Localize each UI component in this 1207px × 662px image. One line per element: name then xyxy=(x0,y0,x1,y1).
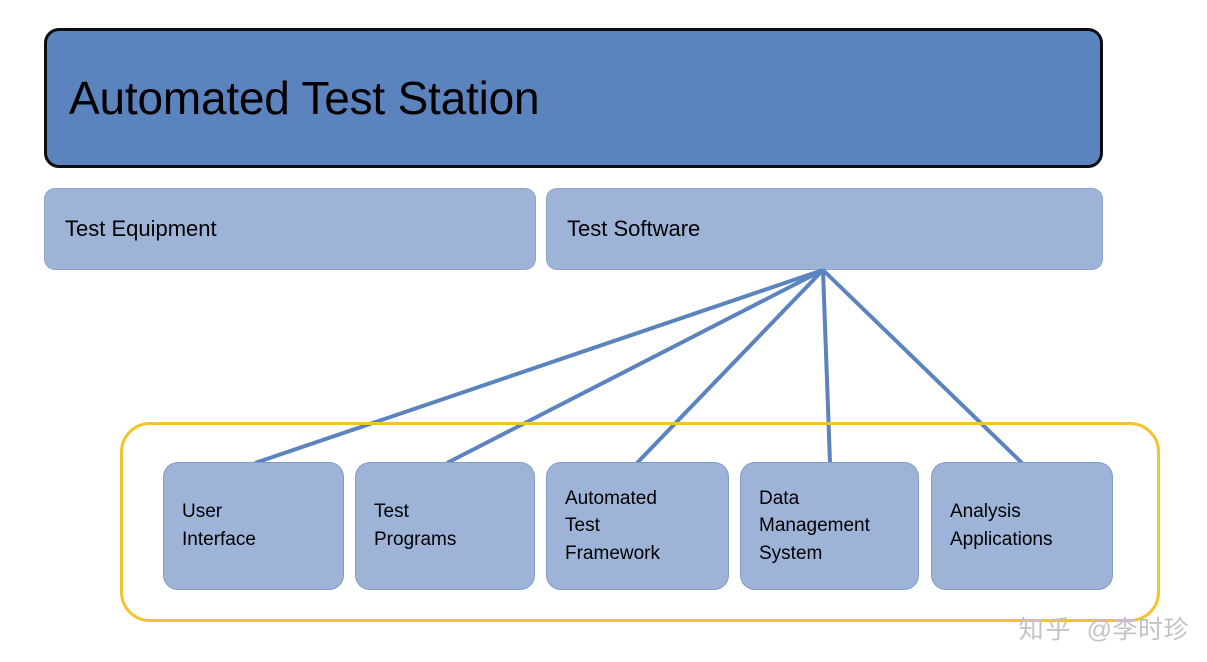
zhihu-logo-text: 知乎 xyxy=(1018,616,1073,644)
box-data-management-system: Data Management System xyxy=(740,462,919,590)
watermark-handle: @李时珍 xyxy=(1086,616,1189,644)
box-automated-test-framework: Automated Test Framework xyxy=(546,462,729,590)
box-test-programs: Test Programs xyxy=(355,462,535,590)
box-test-software: Test Software xyxy=(546,188,1103,270)
box-test-equipment-label: Test Equipment xyxy=(65,216,217,241)
box-analysis-applications: Analysis Applications xyxy=(931,462,1113,590)
box-analysis-applications-label: Analysis Applications xyxy=(950,501,1053,550)
box-user-interface: User Interface xyxy=(163,462,344,590)
box-test-equipment: Test Equipment xyxy=(44,188,536,270)
software-components-group-outline xyxy=(120,422,1160,622)
title-box-automated-test-station: Automated Test Station xyxy=(44,28,1103,168)
watermark: 知乎 @李时珍 xyxy=(1019,610,1189,646)
page-title: Automated Test Station xyxy=(69,71,540,124)
box-data-management-system-label: Data Management System xyxy=(759,487,870,564)
box-user-interface-label: User Interface xyxy=(182,501,256,550)
box-test-programs-label: Test Programs xyxy=(374,501,457,550)
box-automated-test-framework-label: Automated Test Framework xyxy=(565,487,661,564)
box-test-software-label: Test Software xyxy=(567,216,701,241)
